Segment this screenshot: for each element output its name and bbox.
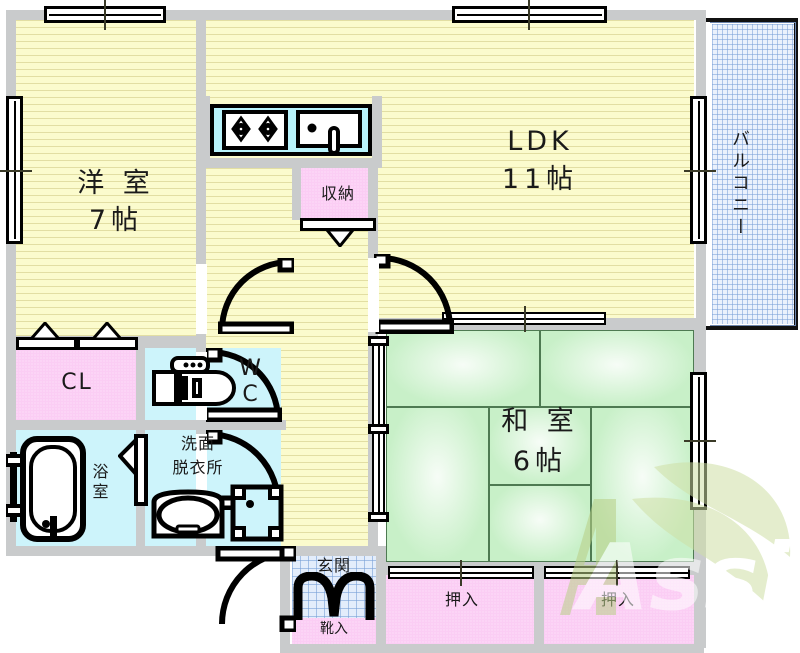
door-yoshitsu[interactable]: [218, 258, 294, 334]
closet-floor-cl: [16, 348, 138, 424]
shoebox-floor: [292, 618, 376, 644]
wall-oshiire-divider: [534, 566, 544, 646]
fusuma-tick-washitsu-top: [524, 306, 526, 332]
room-floor-ldk: [376, 20, 694, 320]
window-tick-ldk-balcony: [684, 170, 716, 172]
wall-cl-wc-divider: [136, 348, 145, 424]
exterior-wall-left: [6, 10, 16, 556]
kitchen-sink-icon: [296, 110, 362, 155]
wall-genkan-top: [286, 546, 382, 556]
washing-machine-pan-icon: [230, 484, 284, 542]
door-genkan-entry[interactable]: [214, 546, 296, 632]
kitchen-back-wall: [196, 96, 210, 168]
closet-floor-shuno: [300, 168, 376, 220]
bath-window-fitting: [6, 452, 24, 522]
fusuma-stop-mid: [368, 424, 389, 434]
fusuma-stop-top: [368, 336, 389, 346]
wall-genkan-right: [376, 546, 386, 646]
closet-floor-oshiire-left: [386, 575, 538, 644]
window-tick-yoshitsu-left: [0, 170, 32, 172]
corridor-floor: [206, 168, 376, 556]
door-bath-folding[interactable]: [118, 434, 148, 506]
window-tick-ldk-top: [528, 0, 530, 30]
washbasin-icon: [151, 489, 225, 539]
toilet-icon: [152, 356, 236, 406]
closet-door-cl-right-fold-icon: [92, 322, 122, 340]
room-floor-washitsu: [386, 330, 694, 562]
fusuma-stop-bottom: [368, 512, 389, 522]
exterior-wall-entry-left: [280, 546, 290, 646]
wall-corridor-right-upper: [368, 168, 378, 264]
door-ldk[interactable]: [374, 254, 454, 334]
kitchen-bottom-wall: [196, 158, 382, 168]
interior-wall-yoshitsu-right-upper: [196, 10, 206, 106]
genkan-step-arch: [293, 572, 375, 620]
window-tick-yoshitsu-top: [104, 0, 106, 30]
balcony-inner-line: [710, 22, 796, 326]
exterior-wall-top: [6, 10, 706, 20]
closet-floor-oshiire-right: [542, 575, 694, 644]
door-yoshitsu-opening: [196, 264, 207, 334]
door-wc[interactable]: [206, 348, 282, 422]
wall-shuno-left: [292, 168, 301, 220]
door-washroom-opening: [196, 434, 207, 508]
room-floor-yoshitsu: [16, 20, 206, 336]
genkan-floor: [292, 552, 376, 618]
interior-wall-corridor-left: [196, 168, 206, 348]
exterior-wall-bottom-main: [280, 644, 704, 653]
fusuma-tick-oshiire-right: [616, 560, 618, 586]
fusuma-tick-oshiire-left: [460, 560, 462, 586]
balcony-floor: [712, 24, 794, 324]
closet-door-shuno-arrow: [326, 229, 354, 247]
bathtub-icon: [20, 436, 86, 542]
closet-door-cl-left-fold-icon: [30, 322, 60, 340]
exterior-wall-bottom-left: [6, 546, 290, 556]
balcony-railing: [706, 18, 798, 330]
gas-stove-icon: [222, 110, 288, 150]
kitchen-right-wall: [372, 96, 382, 168]
wall-wc-bottom: [6, 420, 286, 430]
door-ldk-opening: [368, 258, 379, 332]
window-tick-washitsu-right: [684, 440, 716, 442]
